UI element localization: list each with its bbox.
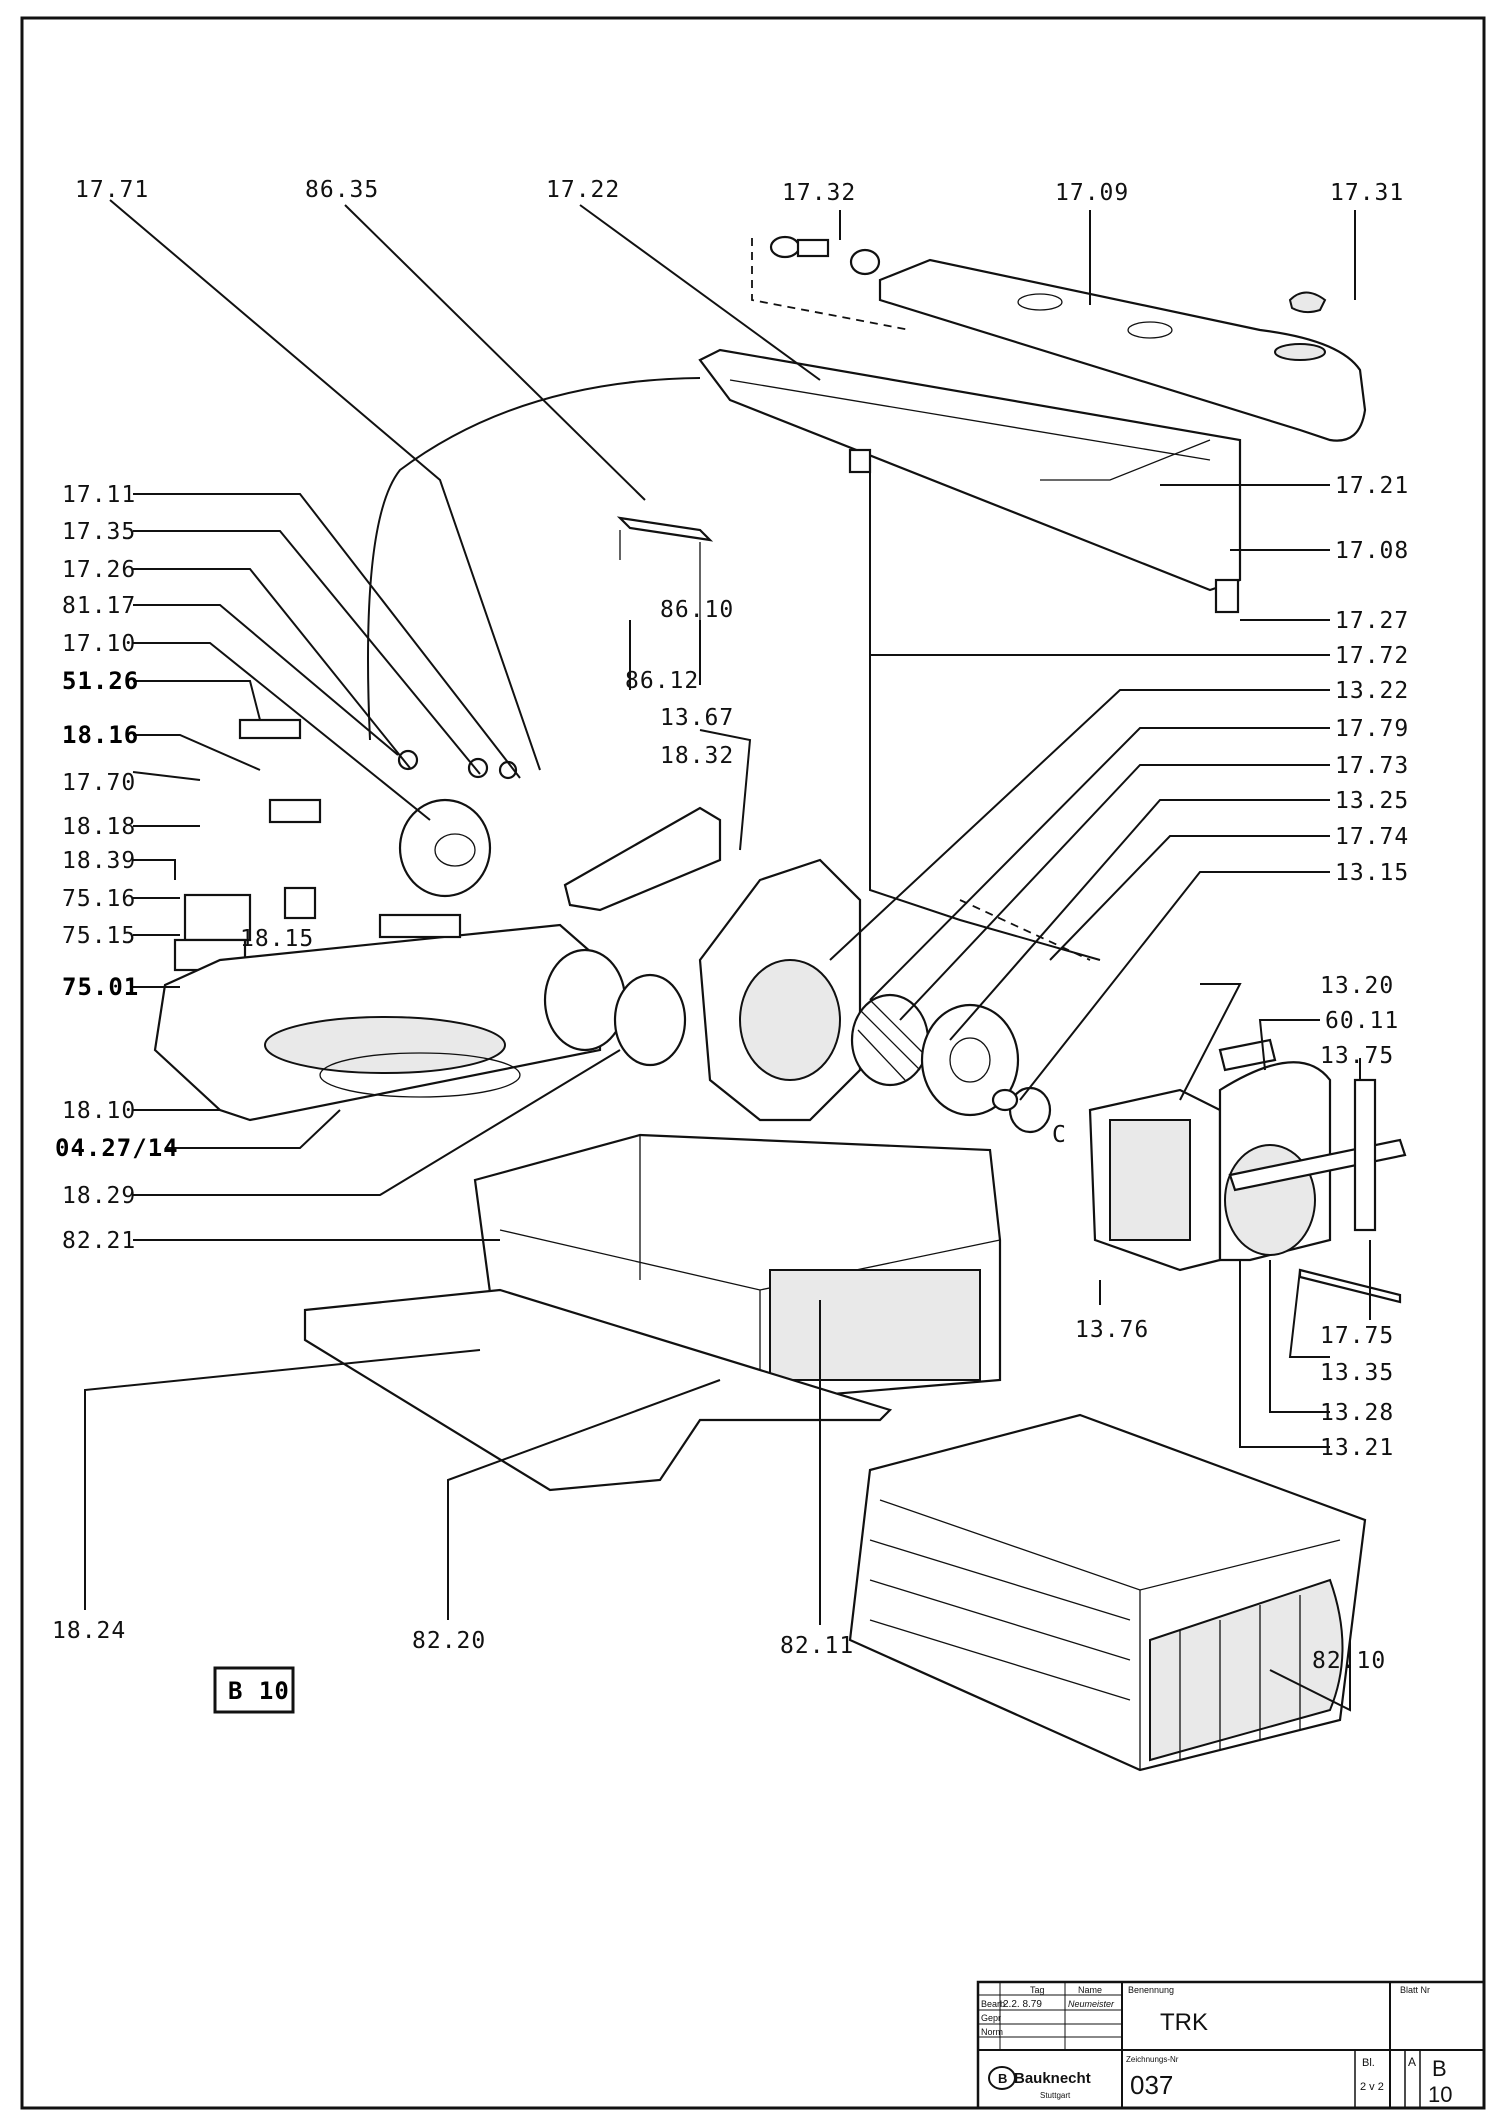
- part-heat-exchanger: [848, 1413, 1367, 1772]
- callout-17-79: 17.79: [1335, 716, 1409, 742]
- tb-company: Bauknecht: [1014, 2070, 1091, 2087]
- callout-17-73: 17.73: [1335, 753, 1409, 779]
- callout-18-32: 18.32: [660, 743, 734, 769]
- callout-82-10: 82.10: [1312, 1648, 1386, 1674]
- callout-17-10: 17.10: [62, 631, 136, 657]
- tb-sheet-id-bottom: 10: [1428, 2082, 1452, 2107]
- tb-row-norm: Norm: [981, 2027, 1003, 2037]
- tb-drawing-no: 037: [1130, 2070, 1173, 2100]
- callout-17-22: 17.22: [546, 177, 620, 203]
- callout-18-18: 18.18: [62, 814, 136, 840]
- callout-17-35: 17.35: [62, 519, 136, 545]
- tb-bl-label: Bl.: [1362, 2057, 1375, 2069]
- tb-col-blatt: Blatt Nr: [1400, 1985, 1430, 1995]
- callout-18-24: 18.24: [52, 1618, 126, 1644]
- callout-17-74: 17.74: [1335, 824, 1409, 850]
- callout-17-32: 17.32: [782, 180, 856, 206]
- callout-18-15: 18.15: [240, 926, 314, 952]
- callout-13-15: 13.15: [1335, 860, 1409, 886]
- part-dial: [398, 798, 492, 898]
- tag-box-label: B 10: [228, 1677, 290, 1705]
- part-bracket: [616, 516, 714, 620]
- callout-17-08: 17.08: [1335, 538, 1409, 564]
- tb-rev: A: [1408, 2055, 1416, 2069]
- callout-13-75: 13.75: [1320, 1043, 1394, 1069]
- tb-row-bearb: Bearb: [981, 1999, 1005, 2009]
- callout-81-17: 81.17: [62, 593, 136, 619]
- sheet-border: [20, 16, 1486, 2110]
- callout-17-72: 17.72: [1335, 643, 1409, 669]
- svg-text:B: B: [998, 2071, 1007, 2086]
- part-top-cover: [878, 258, 1367, 442]
- callout-17-70: 17.70: [62, 770, 136, 796]
- callout-51-26: 51.26: [62, 667, 139, 695]
- callout-18-39: 18.39: [62, 848, 136, 874]
- tb-title: TRK: [1160, 2009, 1208, 2036]
- callout-17-11: 17.11: [62, 482, 136, 508]
- callout-13-21: 13.21: [1320, 1435, 1394, 1461]
- part-knob-assembly: [751, 235, 911, 331]
- callout-17-31: 17.31: [1330, 180, 1404, 206]
- callout-17-71: 17.71: [75, 177, 149, 203]
- callout-86-10: 86.10: [660, 597, 734, 623]
- callout-17-75: 17.75: [1320, 1323, 1394, 1349]
- callout-82-20: 82.20: [412, 1628, 486, 1654]
- part-control-tray: [698, 348, 1242, 614]
- tb-sheet-id-top: B: [1432, 2056, 1447, 2081]
- callout-c: C: [1052, 1122, 1067, 1148]
- leader-lines: [84, 199, 1371, 1712]
- callout-13-35: 13.35: [1320, 1360, 1394, 1386]
- callout-13-28: 13.28: [1320, 1400, 1394, 1426]
- callout-13-76: 13.76: [1075, 1317, 1149, 1343]
- callout-13-25: 13.25: [1335, 788, 1409, 814]
- callout-18-10: 18.10: [62, 1098, 136, 1124]
- callout-13-22: 13.22: [1335, 678, 1409, 704]
- tb-city: Stuttgart: [1040, 2091, 1071, 2100]
- callout-17-21: 17.21: [1335, 473, 1409, 499]
- callout-75-15: 75.15: [62, 923, 136, 949]
- company-logo-icon: [988, 2066, 1016, 2090]
- tb-drawing-no-label: Zeichnungs-Nr: [1126, 2055, 1179, 2064]
- part-right-blower: [1088, 1038, 1407, 1304]
- callout-86-35: 86.35: [305, 177, 379, 203]
- part-fan-wheel: [850, 993, 930, 1087]
- tag-box: B 10: [213, 1666, 295, 1714]
- title-block: Tag Name Benennung Blatt Nr Bearb Gepr N…: [976, 1980, 1486, 2110]
- callout-75-16: 75.16: [62, 886, 136, 912]
- callout-75-01: 75.01: [62, 973, 139, 1001]
- part-gasket-ring: [613, 973, 687, 1067]
- tb-col-tag: Tag: [1030, 1985, 1045, 1995]
- part-seal-loop: [319, 1052, 521, 1098]
- callout-18-16: 18.16: [62, 721, 139, 749]
- part-rod: [869, 470, 1101, 961]
- callout-17-27: 17.27: [1335, 608, 1409, 634]
- tb-col-benennung: Benennung: [1128, 1985, 1174, 1995]
- part-main-housing: [153, 913, 627, 1122]
- callout-04-27-14: 04.27/14: [55, 1134, 179, 1162]
- callout-60-11: 60.11: [1325, 1008, 1399, 1034]
- tb-date: 2.2. 8.79: [1003, 1999, 1042, 2010]
- tb-col-name: Name: [1078, 1985, 1102, 1995]
- callout-13-67: 13.67: [660, 705, 734, 731]
- tb-bl-value: 2 v 2: [1360, 2081, 1384, 2093]
- part-duct-cover: [563, 806, 722, 912]
- part-cable: [367, 377, 701, 741]
- tb-row-gepr: Gepr: [981, 2013, 1001, 2023]
- callout-86-12: 86.12: [625, 668, 699, 694]
- part-blower-housing: [698, 858, 862, 1122]
- tb-name: Neumeister: [1068, 1999, 1115, 2009]
- callout-18-29: 18.29: [62, 1183, 136, 1209]
- callout-labels: 17.71 86.35 17.22 17.32 17.09 17.31 17.1…: [52, 177, 1409, 1674]
- callout-82-21: 82.21: [62, 1228, 136, 1254]
- part-impeller: [920, 1003, 1052, 1134]
- callout-13-20: 13.20: [1320, 973, 1394, 999]
- callout-82-11: 82.11: [780, 1633, 854, 1659]
- callout-17-26: 17.26: [62, 557, 136, 583]
- part-base-plate: [303, 1288, 893, 1492]
- callout-17-09: 17.09: [1055, 180, 1129, 206]
